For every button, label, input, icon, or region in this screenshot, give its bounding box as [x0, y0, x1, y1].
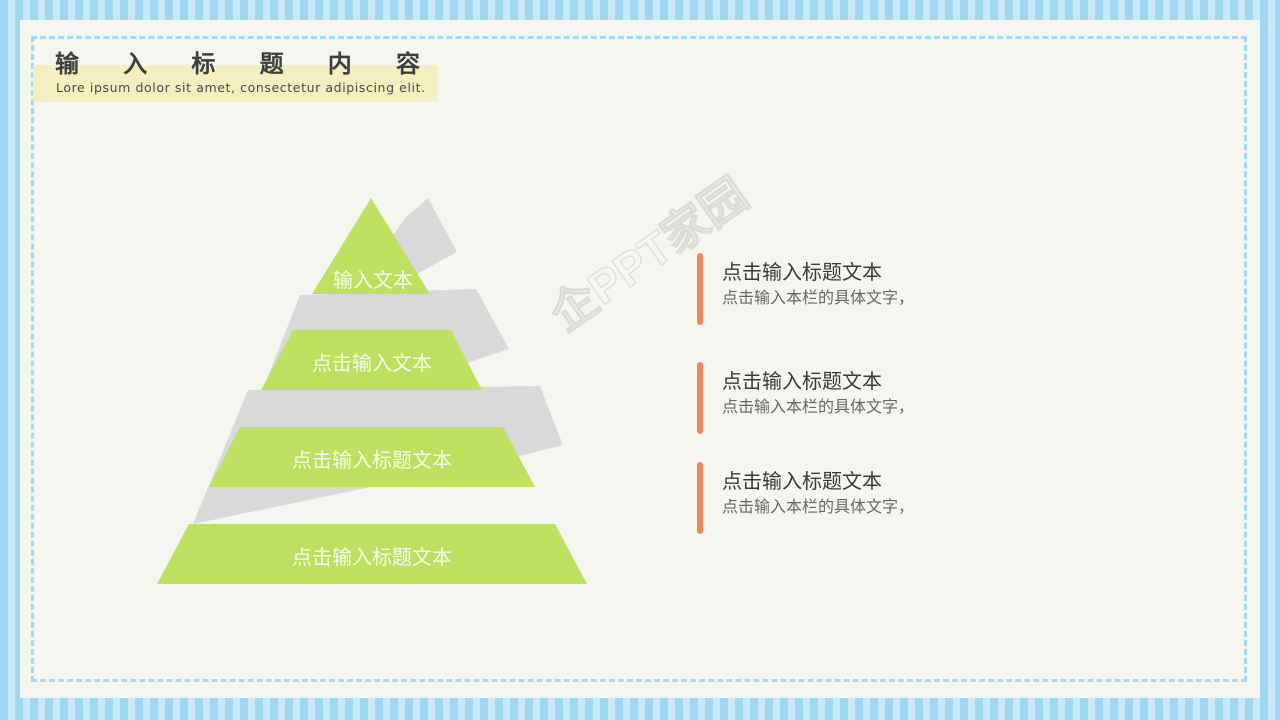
- header-highlight-band: [33, 65, 438, 102]
- page-subtitle: Lore ipsum dolor sit amet, consectetur a…: [56, 80, 426, 95]
- accent-bar: [697, 253, 703, 325]
- page-title: 输 入 标 题 内 容: [55, 44, 420, 79]
- tier-2-label[interactable]: 点击输入文本: [312, 351, 432, 375]
- tier-4-shape: [157, 524, 587, 584]
- info-item: 点击输入标题文本 点击输入本栏的具体文字，: [697, 253, 1017, 325]
- item-title[interactable]: 点击输入标题文本: [722, 260, 882, 284]
- item-title[interactable]: 点击输入标题文本: [722, 469, 882, 493]
- title-char: 标: [191, 50, 216, 78]
- item-title[interactable]: 点击输入标题文本: [722, 369, 882, 393]
- tier-3-label[interactable]: 点击输入标题文本: [292, 448, 452, 472]
- tier-2-shape: [261, 330, 482, 390]
- tier-4-label[interactable]: 点击输入标题文本: [292, 545, 452, 569]
- title-char: 内: [327, 50, 352, 78]
- title-char: 入: [123, 50, 148, 78]
- title-char: 题: [259, 50, 284, 78]
- tier-3-shape: [209, 427, 535, 487]
- item-desc[interactable]: 点击输入本栏的具体文字，: [722, 497, 915, 516]
- info-item: 点击输入标题文本 点击输入本栏的具体文字，: [697, 462, 1017, 534]
- item-desc[interactable]: 点击输入本栏的具体文字，: [722, 397, 915, 416]
- title-char: 容: [395, 50, 420, 78]
- title-char: 输: [55, 50, 79, 78]
- accent-bar: [697, 462, 703, 534]
- item-desc[interactable]: 点击输入本栏的具体文字，: [722, 288, 915, 307]
- tier-1-label[interactable]: 输入文本: [333, 268, 413, 292]
- tier-1-shape: [312, 198, 430, 294]
- accent-bar: [697, 362, 703, 434]
- info-item: 点击输入标题文本 点击输入本栏的具体文字，: [697, 362, 1017, 434]
- dashed-frame: [31, 36, 1247, 682]
- slide-panel: [20, 20, 1260, 698]
